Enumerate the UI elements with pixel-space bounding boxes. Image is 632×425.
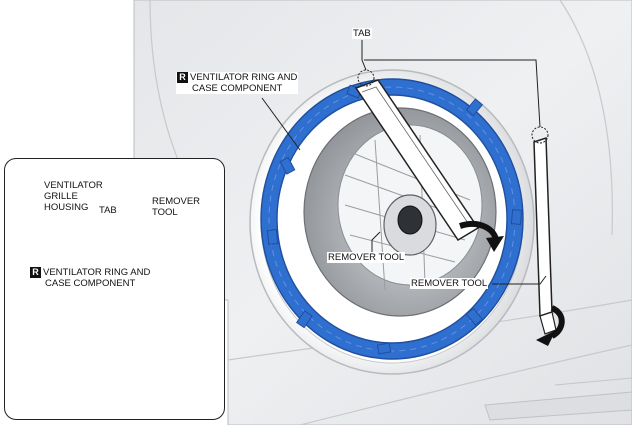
remover-tool-label-right: REMOVER TOOL [410, 278, 489, 289]
tab-marker-right [531, 126, 549, 144]
remover-tool-left [354, 79, 480, 242]
tab-marker-left [357, 69, 375, 87]
tab-label: TAB [352, 28, 372, 39]
dashboard-vent-slot [554, 377, 632, 386]
remover-tool-right [533, 136, 557, 335]
dashboard-panel-contour [559, 0, 613, 236]
remover-tool-label-left: REMOVER TOOL [327, 252, 406, 263]
inset-tab-label: TAB [99, 205, 117, 216]
rotation-arrow-left-head [486, 236, 504, 252]
ventilator-ring-edge [260, 78, 524, 360]
inset-detail-panel [4, 158, 225, 420]
leader-lines [261, 40, 547, 285]
inset-housing-label: VENTILATOR GRILLE HOUSING [44, 180, 103, 213]
ventilator-ring-edge [276, 94, 508, 344]
inset-r-badge: R [30, 267, 41, 278]
rotation-arrow-right [550, 305, 565, 339]
dashboard-lower-edge [299, 344, 632, 425]
dashboard-vent-slot [484, 391, 632, 421]
vent-knob-center [397, 205, 423, 235]
r-badge: R [177, 72, 188, 83]
inset-remover-tool-label: REMOVER TOOL [152, 196, 201, 218]
rotation-arrow-right-head [536, 330, 556, 346]
